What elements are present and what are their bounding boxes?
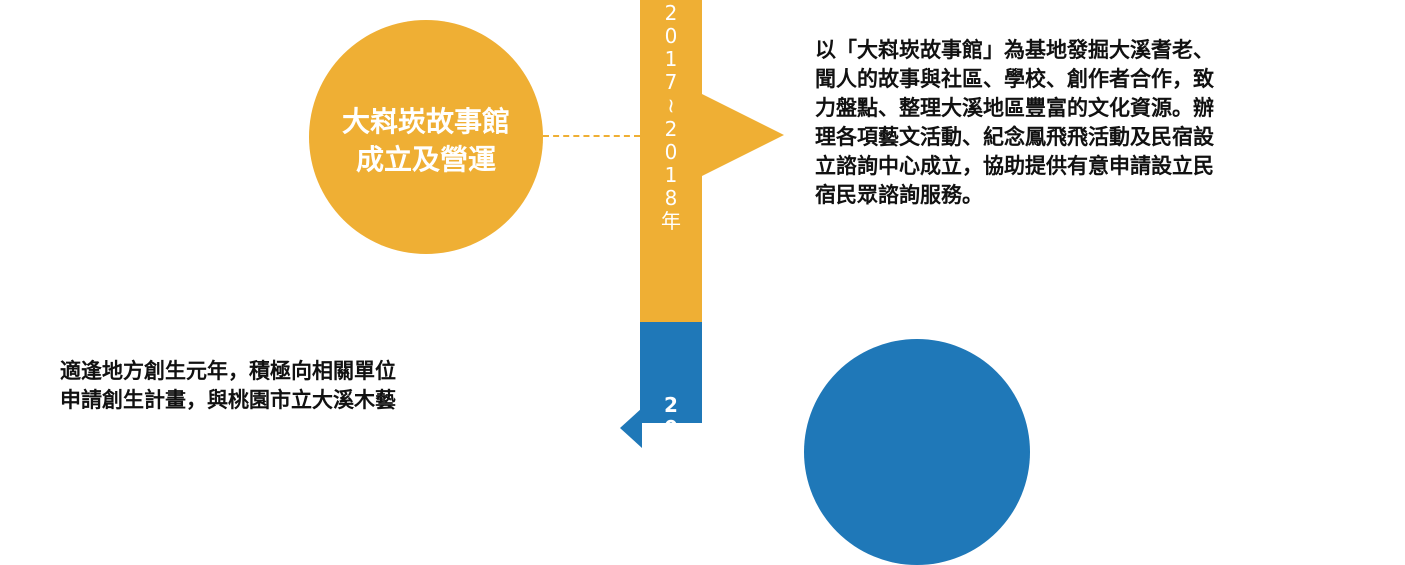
year-char: 7 [664,70,678,94]
milestone-description: 以「大嵙崁故事館」為基地發掘大溪耆老、 聞人的故事與社區、學校、創作者合作，致 … [815,36,1360,210]
description-line: 立諮詢中心成立，協助提供有意申請設立民 [815,154,1214,178]
milestone-circle-story-house [309,20,543,254]
description-line: 以「大嵙崁故事館」為基地發掘大溪耆老、 [815,38,1214,62]
milestone-title: 大嵙崁故事館 成立及營運 [309,103,543,179]
description-line: 宿民眾諮詢服務。 [815,183,983,207]
arrow-left-pointer [620,408,642,448]
milestone-title-line: 大嵙崁故事館 [341,105,510,138]
year-char: 1 [664,47,678,71]
year-char: 8 [664,186,678,210]
year-label-next: 2 0 [640,394,702,440]
year-char: 2 [664,393,678,417]
year-char: 0 [664,416,678,440]
milestone-title-line: 成立及營運 [355,143,496,176]
milestone-circle-next [804,339,1030,565]
year-char: 2 [664,1,678,25]
timeline-spine-segment-2019 [640,322,702,423]
year-char: 2 [664,117,678,141]
description-line: 理各項藝文活動、紀念鳳飛飛活動及民宿設 [815,125,1214,149]
arrow-right-pointer [700,93,784,177]
description-line: 力盤點、整理大溪地區豐富的文化資源。辦 [815,96,1214,120]
year-char: 1 [664,163,678,187]
description-line: 申請創生計畫，與桃園市立大溪木藝 [60,388,396,412]
milestone-description-next: 適逢地方創生元年，積極向相關單位 申請創生計畫，與桃園市立大溪木藝 [60,357,530,415]
year-char: 0 [664,140,678,164]
dashed-connector [543,135,640,137]
description-line: 聞人的故事與社區、學校、創作者合作，致 [815,67,1214,91]
year-char: ~ [658,97,683,115]
year-label-2017-2018: 2 0 1 7 ~ 2 0 1 8 年 [640,2,702,233]
timeline-spine-segment-2017 [640,0,702,322]
year-char: 0 [664,24,678,48]
year-char: 年 [661,209,681,233]
description-line: 適逢地方創生元年，積極向相關單位 [60,359,396,383]
